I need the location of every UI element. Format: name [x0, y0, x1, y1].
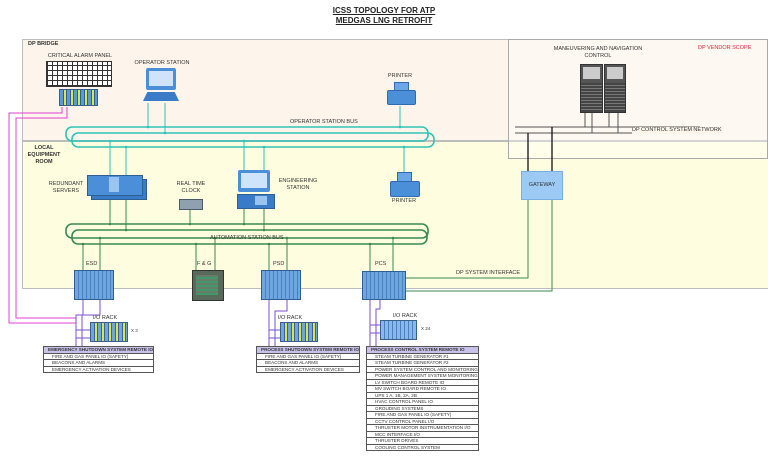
- psd-io-header: PROCESS SHUTDOWN SYSTEM REMOTE IO: [255, 346, 361, 354]
- alarm-wiring: [8, 107, 76, 324]
- fg-label: F & G: [197, 261, 212, 267]
- psd-io-item: EMERGENCY ACTIVATION DEVICES: [255, 365, 361, 373]
- dp-bridge-label: DP BRIDGE: [28, 41, 59, 47]
- pcs-label: PCS: [375, 261, 387, 267]
- engineering-station-label: ENGINEERING STATION: [278, 178, 318, 191]
- redundant-servers-icon[interactable]: [87, 175, 147, 200]
- psd-io-rack-label: I/O RACK: [278, 315, 303, 321]
- pcs-rack-count: X 24: [421, 326, 431, 331]
- operator-station-icon[interactable]: [143, 68, 179, 104]
- pcs-io-rack-icon[interactable]: [380, 320, 417, 340]
- esd-io-item: EMERGENCY ACTIVATION DEVICES: [42, 365, 155, 373]
- diagram-title-line2: MEDGAS LNG RETROFIT: [335, 16, 433, 25]
- gateway-label: GATEWAY: [528, 182, 556, 188]
- local-equipment-room-zone: [22, 141, 768, 289]
- printer-ler-icon[interactable]: [390, 172, 420, 197]
- printer-ler-label: PRINTER: [391, 198, 417, 204]
- gateway-box[interactable]: GATEWAY: [521, 171, 563, 200]
- alarm-panel-io-module-icon: [59, 89, 98, 106]
- esd-controller-icon[interactable]: [74, 270, 114, 300]
- maneuvering-console-icon[interactable]: [580, 64, 626, 113]
- pcs-io-item: POWER MANAGEMENT SYSTEM MONITORING: [366, 372, 479, 380]
- dp-system-interface-lines: [404, 198, 553, 292]
- diagram-title-line1: ICSS TOPOLOGY FOR ATP: [332, 6, 436, 15]
- io-wiring: [75, 298, 381, 346]
- automation-station-bus: [65, 223, 429, 245]
- maneuvering-control-label: MANEUVERING AND NAVIGATION CONTROL: [553, 46, 643, 59]
- dp-vendor-scope-label: DP VENDOR SCOPE: [698, 45, 752, 51]
- fg-panel-icon[interactable]: [192, 270, 224, 301]
- gateway-links: [527, 127, 553, 171]
- automation-bus-drops: [82, 199, 394, 272]
- dp-control-network-label: DP CONTROL SYSTEM NETWORK: [632, 127, 722, 134]
- critical-alarm-panel-label: CRITICAL ALARM PANEL: [47, 53, 113, 59]
- real-time-clock-label: REAL TIME CLOCK: [176, 181, 206, 194]
- esd-io-header: EMERGENCY SHUTDOWN SYSTEM REMOTE IO: [42, 346, 155, 354]
- operator-station-bus-label: OPERATOR STATION BUS: [290, 119, 358, 125]
- automation-station-bus-label: AUTOMATION STATION BUS: [210, 235, 284, 241]
- psd-label: PSD: [273, 261, 285, 267]
- redundant-servers-label: REDUNDANT SERVERS: [48, 181, 84, 194]
- pcs-remote-io-table: PROCESS CONTROL SYSTEM REMOTE IO STEAM T…: [366, 346, 479, 451]
- esd-io-rack-icon[interactable]: [90, 322, 128, 342]
- dp-system-interface-label: DP SYSTEM INTERFACE: [456, 270, 521, 276]
- esd-io-rack-label: I/O RACK: [93, 315, 118, 321]
- psd-io-rack-icon[interactable]: [280, 322, 318, 342]
- pcs-io-header: PROCESS CONTROL SYSTEM REMOTE IO: [366, 346, 479, 354]
- critical-alarm-panel-icon[interactable]: [46, 61, 112, 87]
- esd-label: ESD: [86, 261, 98, 267]
- esd-rack-count: X 3: [131, 328, 138, 333]
- automation-bus-nodes: [81, 222, 395, 246]
- dp-vendor-scope-zone: [508, 39, 768, 159]
- pcs-io-item: THRUSTER MOTOR INSTRUMENTATION I/O: [366, 424, 479, 432]
- psd-remote-io-table: PROCESS SHUTDOWN SYSTEM REMOTE IO FIRE A…: [255, 346, 361, 373]
- pcs-io-rack-label: I/O RACK: [393, 313, 418, 319]
- pcs-io-item: COOLING CONTROL SYSTEM: [366, 443, 479, 451]
- operator-station-bus: [65, 126, 435, 148]
- pcs-controller-icon[interactable]: [362, 271, 406, 300]
- real-time-clock-icon[interactable]: [179, 199, 203, 210]
- pcs-io-item: POWER SYSTEM CONTROL AND MONITORING: [366, 365, 479, 373]
- operator-bus-nodes: [108, 125, 406, 149]
- esd-remote-io-table: EMERGENCY SHUTDOWN SYSTEM REMOTE IO FIRE…: [42, 346, 155, 373]
- engineering-station-icon[interactable]: [237, 170, 275, 209]
- printer-bridge-icon[interactable]: [387, 82, 416, 105]
- operator-bus-drops: [109, 103, 405, 176]
- ler-label: LOCAL EQUIPMENT ROOM: [27, 145, 61, 165]
- printer-bridge-label: PRINTER: [387, 73, 413, 79]
- psd-controller-icon[interactable]: [261, 270, 301, 300]
- operator-station-label: OPERATOR STATION: [134, 60, 190, 66]
